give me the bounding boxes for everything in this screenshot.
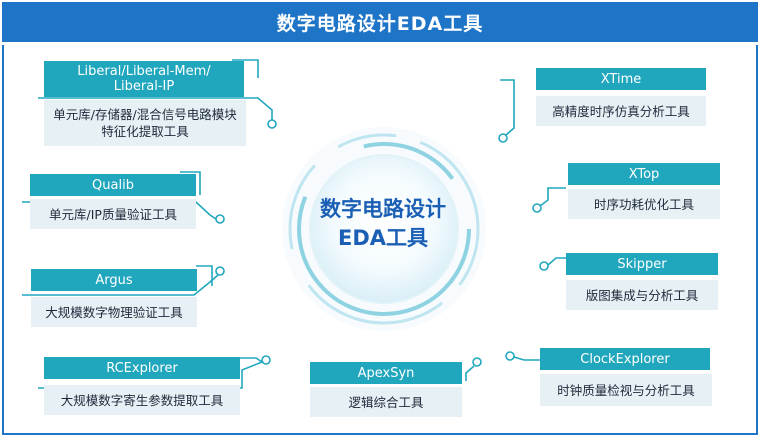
connectors-bottom (465, 357, 482, 381)
center-title: 数字电路设计 EDA工具 (308, 195, 458, 253)
tool-name: ClockExplorer (540, 348, 710, 370)
page-title: 数字电路设计EDA工具 (2, 2, 758, 45)
tool-name: Liberal/Liberal-Mem/ Liberal-IP (44, 61, 244, 97)
connector-dot (472, 357, 482, 367)
connectors-right (498, 79, 566, 361)
connector-rcexplorer-top (240, 357, 263, 363)
tool-description: 大规模数字寄生参数提取工具 (44, 385, 240, 415)
tool-description: 逻辑综合工具 (310, 387, 462, 417)
tool-name: ApexSyn (310, 362, 462, 384)
tool-description: 版图集成与分析工具 (566, 280, 718, 310)
tool-description: 时钟质量检视与分析工具 (540, 374, 712, 406)
tool-name: XTime (536, 68, 706, 90)
connector-liberal-bottom (38, 97, 273, 120)
tool-name: Argus (31, 269, 197, 291)
hub-dashed-ring (288, 133, 480, 325)
connector-argus-bottom (22, 274, 219, 296)
connector-dot (505, 351, 515, 361)
connector-skipper (547, 257, 566, 266)
tool-name: Qualib (30, 174, 196, 196)
hub-core (309, 154, 459, 304)
connector-clockexplorer (513, 356, 540, 361)
connector-xtime-top (500, 79, 515, 95)
connector-dot (261, 355, 271, 365)
tool-name: XTop (568, 163, 720, 185)
tool-description: 大规模数字物理验证工具 (31, 297, 197, 327)
tool-description: 单元库/IP质量验证工具 (30, 199, 196, 229)
center-title-line2: EDA工具 (337, 226, 429, 250)
connector-dot (539, 261, 549, 271)
tool-name: Skipper (566, 253, 718, 275)
tool-name: RCExplorer (44, 357, 240, 379)
connector-qualib-top (180, 171, 201, 195)
connector-dot (267, 119, 277, 129)
connector-dot (498, 133, 508, 143)
connector-xtop (539, 187, 566, 207)
connector-dot (215, 214, 225, 224)
connector-xtime-bottom (505, 95, 515, 136)
tool-description: 时序功耗优化工具 (568, 189, 720, 219)
tool-description: 高精度时序仿真分析工具 (536, 96, 706, 126)
hub-accent-ring (297, 142, 471, 316)
connector-apexsyn (465, 365, 475, 381)
connector-dot (532, 203, 542, 213)
connector-dot (215, 266, 225, 276)
tool-description: 单元库/存储器/混合信号电路模块 特征化提取工具 (44, 100, 246, 146)
connector-liberal-top (232, 59, 259, 78)
center-hub (282, 127, 486, 331)
center-title-line1: 数字电路设计 (320, 197, 446, 221)
